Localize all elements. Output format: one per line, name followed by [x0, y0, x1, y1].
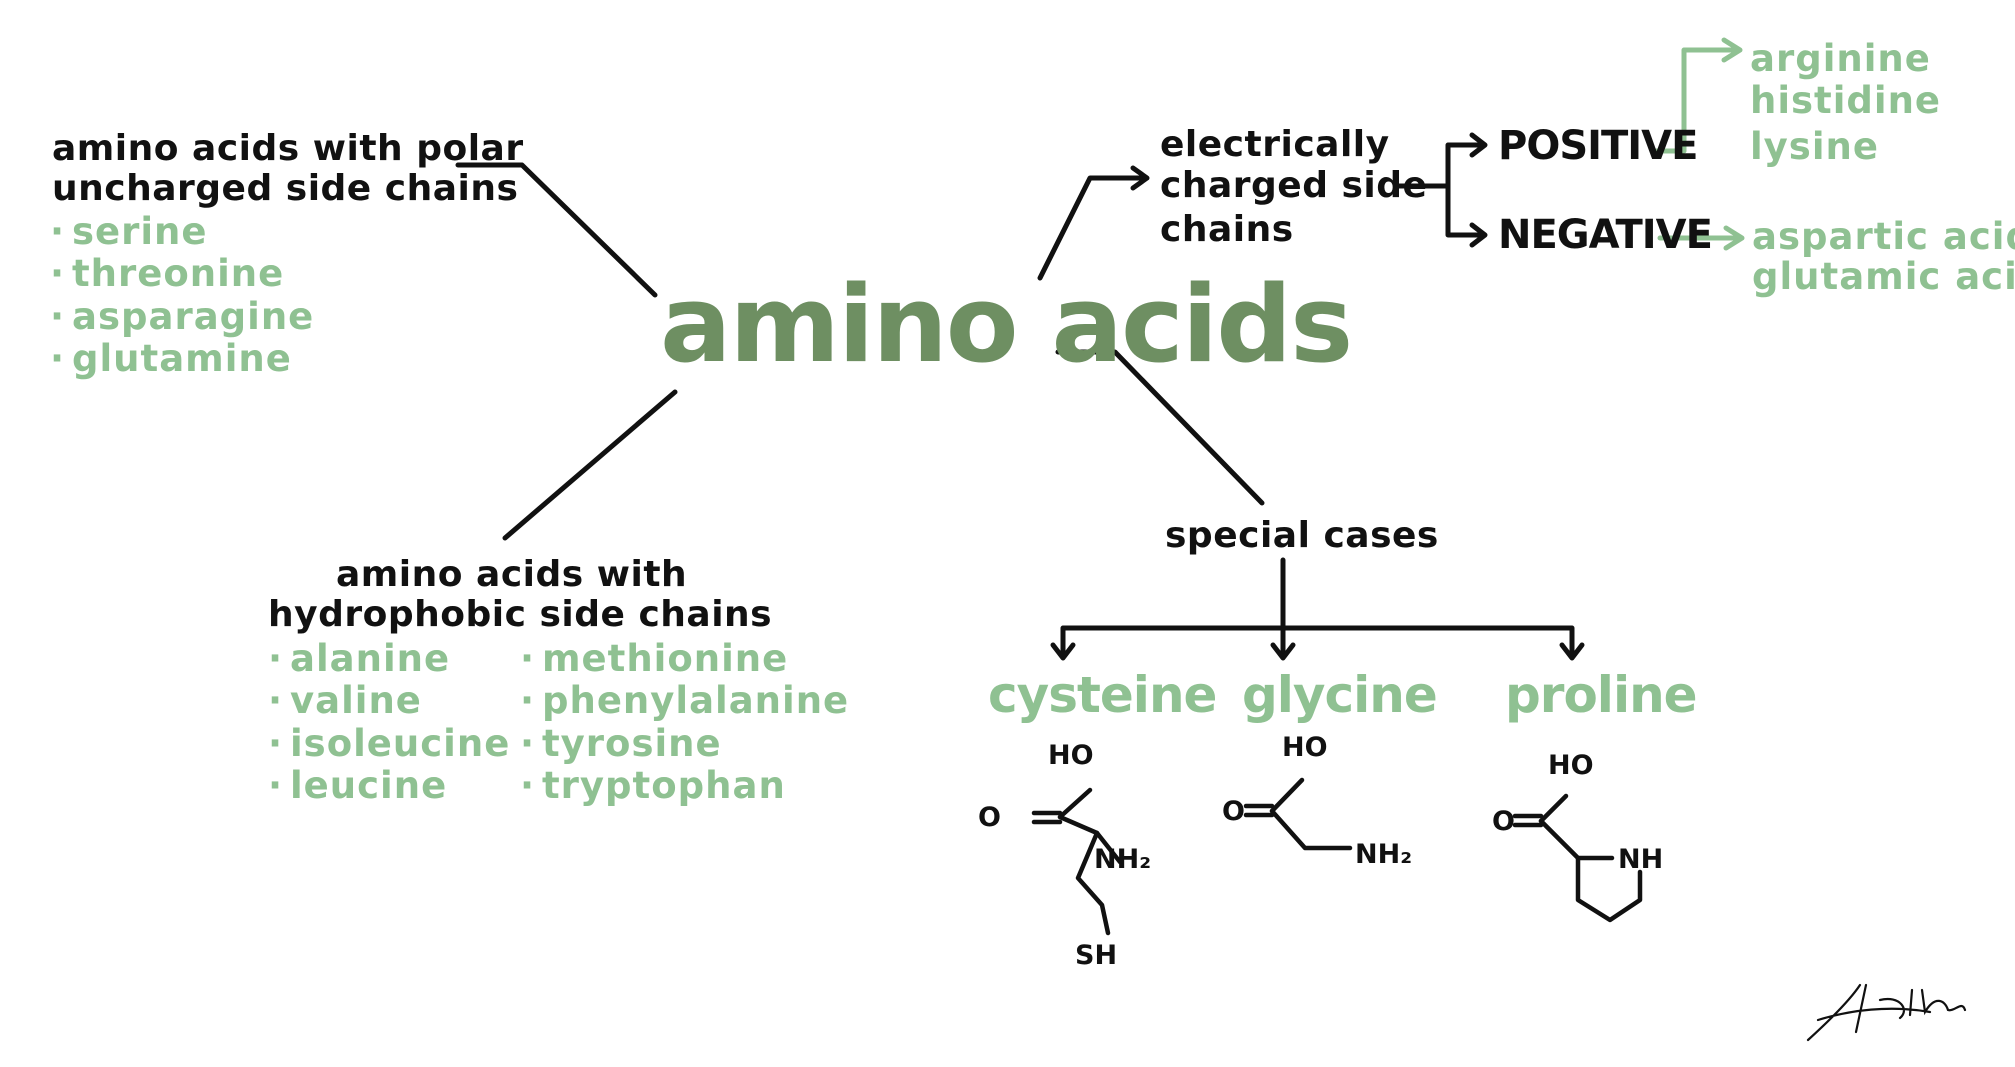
arrowhead-charged [1130, 165, 1150, 191]
arrowhead-positive [1469, 132, 1488, 158]
list-item: ·isoleucine [268, 722, 511, 765]
list-item: ·alanine [268, 637, 451, 680]
glycine-nh2-label: NH₂ [1355, 839, 1413, 870]
arrowhead-cysteine [1050, 642, 1076, 661]
list-item: ·threonine [50, 252, 285, 295]
polar-heading-line1: amino acids with polar [52, 128, 524, 169]
hydrophobic-heading-line1: amino acids with [336, 554, 688, 595]
glycine-bonds [1243, 777, 1353, 851]
connector-special [1055, 349, 1265, 506]
signature [1806, 983, 1967, 1042]
case-name-glycine: glycine [1242, 666, 1438, 724]
case-name-proline: proline [1505, 666, 1698, 724]
positive-label: POSITIVE [1498, 123, 1698, 169]
special-heading: special cases [1165, 515, 1439, 556]
arrowhead-proline [1559, 642, 1585, 661]
cysteine-nh2-label: NH₂ [1094, 844, 1152, 875]
connector-charged [1037, 175, 1148, 281]
list-item: aspartic acid [1752, 215, 2015, 258]
list-item: ·tryptophan [520, 764, 786, 807]
connector-special-tree [1060, 557, 1575, 659]
polar-heading-line2: uncharged side chains [52, 168, 519, 209]
connector-fork [1395, 142, 1486, 238]
central-title: amino acids [660, 263, 1353, 386]
list-item: ·glutamine [50, 337, 292, 380]
list-item: ·asparagine [50, 295, 315, 338]
arrowhead-negative-items [1723, 225, 1745, 251]
proline-o-label: O [1492, 806, 1515, 837]
cysteine-sh-label: SH [1075, 940, 1118, 971]
list-item: ·methionine [520, 637, 789, 680]
hydrophobic-heading-line2: hydrophobic side chains [268, 594, 773, 635]
list-item: glutamic acid [1752, 255, 2015, 298]
list-item: ·serine [50, 210, 208, 253]
list-item: ·valine [268, 679, 422, 722]
arrowhead-negative [1469, 222, 1488, 248]
glycine-o-label: O [1222, 796, 1245, 827]
cysteine-ho-label: HO [1048, 740, 1094, 771]
glycine-ho-label: HO [1282, 732, 1328, 763]
negative-label: NEGATIVE [1498, 212, 1713, 258]
connector-polar [455, 162, 658, 298]
charged-heading-line2: charged side [1160, 165, 1428, 206]
cysteine-bonds [1031, 787, 1123, 936]
charged-heading-line1: electrically [1160, 124, 1390, 165]
connector-hydrophobic [502, 389, 678, 541]
list-item: lysine [1750, 125, 1879, 168]
list-item: ·leucine [268, 764, 448, 807]
connector-positive-items [1649, 47, 1741, 154]
list-item: ·phenylalanine [520, 679, 850, 722]
proline-ho-label: HO [1548, 750, 1594, 781]
list-item: arginine [1750, 37, 1931, 80]
arrowhead-glycine [1270, 642, 1296, 661]
cysteine-o-label: O [978, 802, 1001, 833]
charged-heading-line3: chains [1160, 209, 1294, 250]
list-item: ·tyrosine [520, 722, 722, 765]
list-item: histidine [1750, 79, 1942, 122]
proline-nh-label: NH [1618, 844, 1664, 875]
arrowhead-positive-items [1721, 37, 1743, 63]
proline-bonds [1512, 793, 1643, 923]
case-name-cysteine: cysteine [988, 666, 1217, 724]
